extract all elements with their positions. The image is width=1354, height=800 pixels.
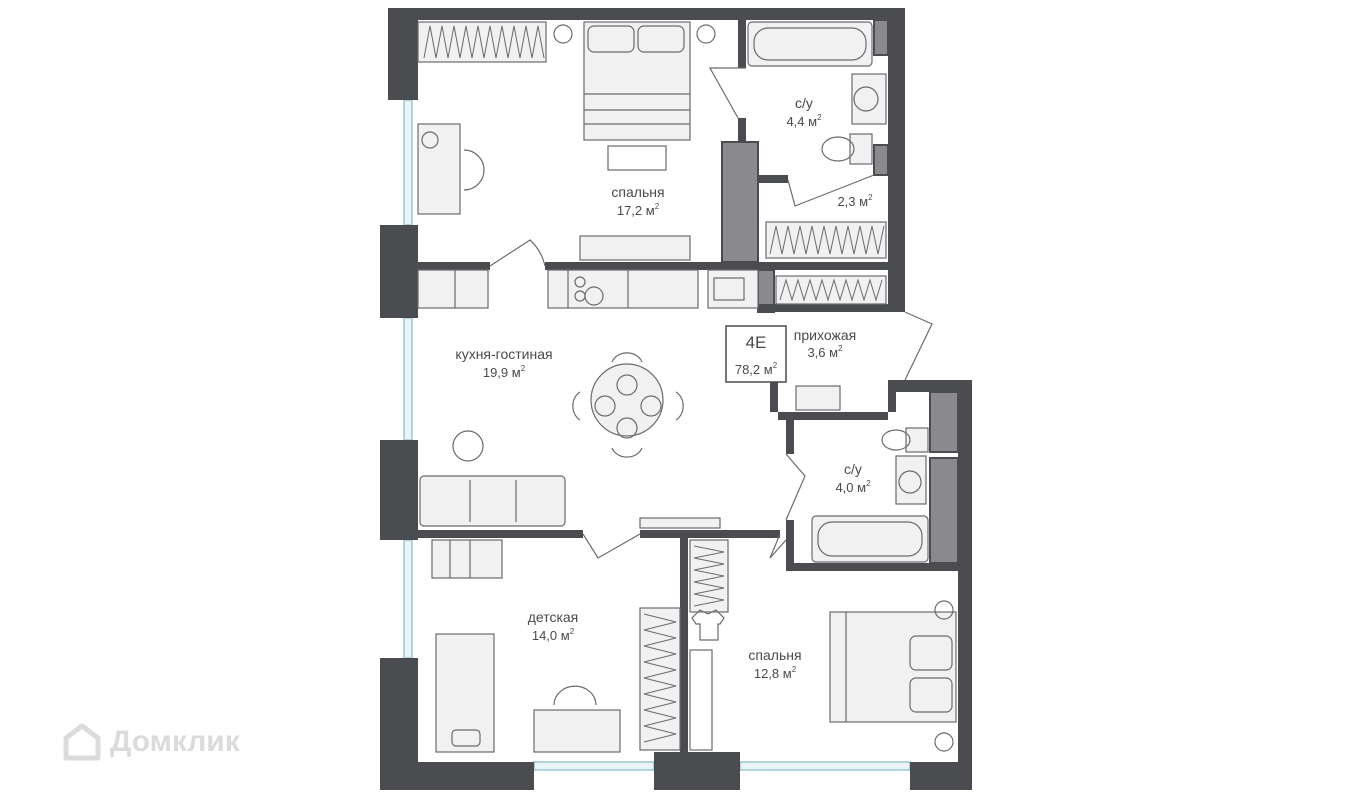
bath-bottom-fixtures — [795, 385, 929, 563]
wardrobes — [417, 21, 887, 751]
room-area-hall: 3,6 м — [807, 345, 838, 360]
room-name-bedroom-top: спальня — [611, 184, 664, 200]
house-logo-icon — [63, 723, 101, 761]
kitchen-furniture — [417, 269, 759, 309]
svg-text:19,9 м2: 19,9 м2 — [483, 364, 526, 380]
room-area-bedroom-top: 17,2 м — [617, 203, 655, 218]
window-left-bottom — [403, 539, 413, 659]
window-left-mid — [403, 317, 413, 441]
sofa — [419, 475, 721, 529]
exterior-walls — [380, 8, 972, 790]
total-area: 78,2 м — [735, 362, 773, 377]
bath-top-fixtures — [747, 21, 887, 165]
bedroom-top-furniture — [417, 21, 716, 261]
svg-text:3,6 м2: 3,6 м2 — [807, 344, 843, 360]
watermark-text: Домклик — [110, 725, 240, 758]
window-left-top — [403, 99, 413, 226]
svg-text:17,2 м2: 17,2 м2 — [617, 202, 660, 218]
unit-code: 4E — [746, 333, 767, 352]
room-area-kids: 14,0 м — [532, 628, 570, 643]
room-area-bath-top: 4,4 м — [786, 114, 817, 129]
svg-text:4,4 м2: 4,4 м2 — [786, 113, 822, 129]
svg-text:2,3 м2: 2,3 м2 — [837, 193, 873, 209]
room-area-wardrobe: 2,3 м — [837, 194, 868, 209]
window-bottom-right — [739, 761, 911, 771]
room-name-kids: детская — [528, 609, 579, 625]
room-area-kitchen-living: 19,9 м — [483, 365, 521, 380]
svg-text:78,2 м2: 78,2 м2 — [735, 361, 778, 377]
room-name-hall: прихожая — [794, 327, 856, 343]
room-area-bath-bottom: 4,0 м — [835, 480, 866, 495]
dining-table — [452, 352, 684, 462]
bedroom-bottom-furniture — [829, 600, 957, 752]
svg-text:14,0 м2: 14,0 м2 — [532, 627, 575, 643]
svg-text:12,8 м2: 12,8 м2 — [754, 665, 797, 681]
room-name-bath-bottom: с/у — [844, 461, 862, 477]
kids-furniture — [431, 539, 621, 753]
unit-badge: 4E 78,2 м2 — [725, 325, 787, 383]
room-name-kitchen-living: кухня-гостиная — [455, 346, 552, 362]
room-area-bedroom-bottom: 12,8 м — [754, 666, 792, 681]
room-labels: спальня 17,2 м2 с/у 4,4 м2 2,3 м2 прихож… — [455, 95, 873, 681]
room-name-bath-top: с/у — [795, 95, 813, 111]
interior-walls — [418, 19, 959, 752]
svg-text:4,0 м2: 4,0 м2 — [835, 479, 871, 495]
room-name-bedroom-bottom: спальня — [748, 647, 801, 663]
watermark: Домклик — [62, 712, 240, 772]
window-bottom-left — [533, 761, 655, 771]
doors — [489, 67, 933, 559]
